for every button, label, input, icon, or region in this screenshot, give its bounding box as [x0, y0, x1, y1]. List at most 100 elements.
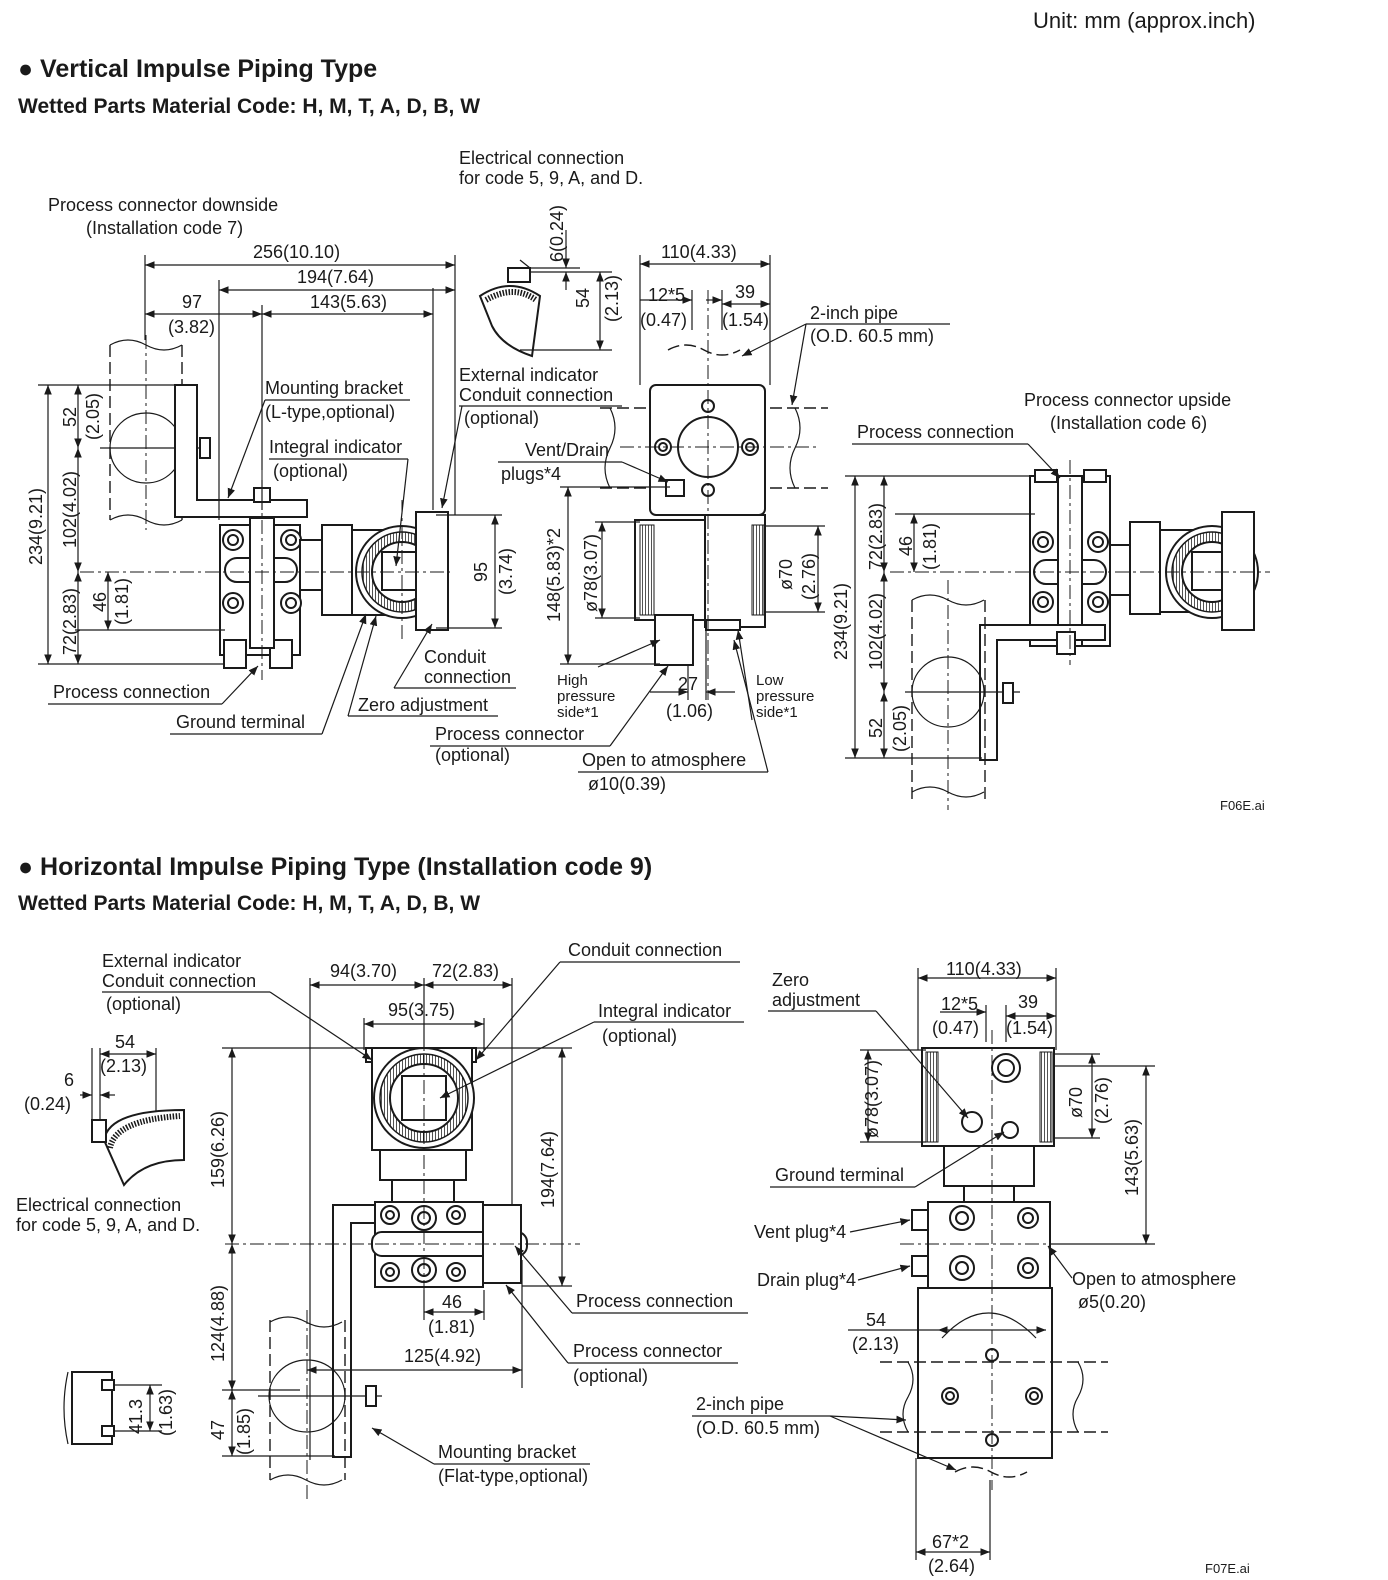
dim-72: 72(2.83) — [60, 588, 80, 655]
s2-label-mount-2: (Flat-type,optional) — [438, 1466, 588, 1486]
s2-label-open-atm-1: Open to atmosphere — [1072, 1269, 1236, 1289]
upside-connector-view: 234(9.21) 72(2.83) 46 (1.81) 102(4.02) 5… — [831, 390, 1270, 813]
label-conn-up-1: Process connector upside — [1024, 390, 1231, 410]
label-conn-down-2: (Installation code 7) — [86, 218, 243, 238]
s2-label-integral-1: Integral indicator — [598, 1001, 731, 1021]
dim-46: 46 — [90, 592, 110, 612]
bolt-spacing-inset: 41.3 (1.63) — [63, 1371, 176, 1445]
label-2inch-2: (O.D. 60.5 mm) — [810, 326, 934, 346]
label-vent-drain-1: Vent/Drain — [525, 440, 609, 460]
dim-70: ø70 — [776, 559, 796, 590]
dim-r52: 52 — [866, 718, 886, 738]
s2-dim-39-inch: (1.54) — [1006, 1018, 1053, 1038]
unit-note: Unit: mm (approx.inch) — [1033, 8, 1256, 33]
file-id-2: F07E.ai — [1205, 1561, 1250, 1576]
label-pconnector-2: (optional) — [435, 745, 510, 765]
dim-39-inch: (1.54) — [722, 310, 769, 330]
dim-41: 41.3 — [126, 1399, 146, 1434]
s2-dim-110: 110(4.33) — [946, 959, 1022, 979]
dim-234: 234(9.21) — [26, 488, 46, 565]
dim-94: 94(3.70) — [330, 961, 397, 981]
label-open-atm-2: ø10(0.39) — [588, 774, 666, 794]
s2-dim-12: 12*5 — [941, 994, 978, 1014]
dim-97: 97 — [182, 292, 202, 312]
s2-dim-39: 39 — [1018, 992, 1038, 1012]
dim-102: 102(4.02) — [60, 471, 80, 548]
s2-dim-6: 6 — [64, 1070, 74, 1090]
label-elec-conn-1: Electrical connection — [459, 148, 624, 168]
label-conn-up-2: (Installation code 6) — [1050, 413, 1207, 433]
s2-label-zero-2: adjustment — [772, 990, 860, 1010]
label-ext-ind-3: (optional) — [464, 408, 539, 428]
label-zero-adj: Zero adjustment — [358, 695, 488, 715]
dim-elec-54: 54 — [573, 288, 593, 308]
dim-52: 52 — [60, 407, 80, 427]
s2-dim-12-inch: (0.47) — [932, 1018, 979, 1038]
s2-dim-78: ø78(3.07) — [862, 1060, 882, 1138]
s2-label-mount-1: Mounting bracket — [438, 1442, 576, 1462]
s2-label-ext-ind-3: (optional) — [106, 994, 181, 1014]
dim-h46-inch: (1.81) — [428, 1317, 475, 1337]
dim-194: 194(7.64) — [297, 267, 374, 287]
vertical-piping-front-view: 110(4.33) 12*5 (0.47) 39 (1.54) — [430, 242, 950, 794]
dim-95-inch: (3.74) — [496, 548, 516, 595]
dim-r46: 46 — [896, 536, 916, 556]
label-integral-ind-1: Integral indicator — [269, 437, 402, 457]
label-mount-bracket-1: Mounting bracket — [265, 378, 403, 398]
label-mount-bracket-2: (L-type,optional) — [265, 402, 395, 422]
s2-label-2inch-1: 2-inch pipe — [696, 1394, 784, 1414]
s2-label-process-conn: Process connection — [576, 1291, 733, 1311]
label-elec-conn-2: for code 5, 9, A, and D. — [459, 168, 643, 188]
dim-148: 148(5.83)*2 — [544, 528, 564, 622]
dim-h72: 72(2.83) — [432, 961, 499, 981]
dim-27-inch: (1.06) — [666, 701, 713, 721]
dim-12-inch: (0.47) — [640, 310, 687, 330]
s2-label-ext-ind-1: External indicator — [102, 951, 241, 971]
label-ext-ind-1: External indicator — [459, 365, 598, 385]
dim-46-inch: (1.81) — [112, 578, 132, 625]
label-low-1: Low — [756, 672, 784, 689]
s2-dim-r54: 54 — [866, 1310, 886, 1330]
horizontal-piping-side-view: 94(3.70) 72(2.83) 95(3.75) 159(6.26) 124… — [102, 940, 748, 1500]
dim-h95: 95(3.75) — [388, 1000, 455, 1020]
s2-label-vent: Vent plug*4 — [754, 1222, 846, 1242]
dim-r46-inch: (1.81) — [920, 523, 940, 570]
label-2inch-1: 2-inch pipe — [810, 303, 898, 323]
label-low-3: side*1 — [756, 704, 798, 721]
dim-39: 39 — [735, 282, 755, 302]
label-high-3: side*1 — [557, 704, 599, 721]
elec-conn-inset-2: 54 (2.13) 6 (0.24) Electrical connection… — [16, 1032, 200, 1235]
dim-h194: 194(7.64) — [538, 1131, 558, 1208]
vertical-piping-side-view: 256(10.10) 194(7.64) 143(5.63) 97 (3.82)… — [26, 195, 622, 735]
dim-95: 95 — [471, 562, 491, 582]
dim-78: ø78(3.07) — [581, 534, 601, 612]
dim-elec-6: 6(0.24) — [547, 205, 567, 262]
s2-label-drain: Drain plug*4 — [757, 1270, 856, 1290]
label-process-conn-left: Process connection — [53, 682, 210, 702]
section1-subtitle: Wetted Parts Material Code: H, M, T, A, … — [18, 95, 481, 118]
s2-label-zero-1: Zero — [772, 970, 809, 990]
s2-label-ext-ind-2: Conduit connection — [102, 971, 256, 991]
label-pconnector-1: Process connector — [435, 724, 584, 744]
label-high-1: High — [557, 672, 588, 689]
dim-r102: 102(4.02) — [866, 593, 886, 670]
s2-label-open-atm-2: ø5(0.20) — [1078, 1292, 1146, 1312]
s2-label-elec-2: for code 5, 9, A, and D. — [16, 1215, 200, 1235]
dim-159: 159(6.26) — [208, 1111, 228, 1188]
s2-dim-143: 143(5.63) — [1122, 1119, 1142, 1196]
dim-143: 143(5.63) — [310, 292, 387, 312]
label-conduit-1: Conduit — [424, 647, 486, 667]
label-integral-ind-2: (optional) — [273, 461, 348, 481]
label-process-conn-right: Process connection — [857, 422, 1014, 442]
s2-label-conduit: Conduit connection — [568, 940, 722, 960]
dim-256: 256(10.10) — [253, 242, 340, 262]
dim-125: 125(4.92) — [404, 1346, 481, 1366]
dim-110: 110(4.33) — [661, 242, 737, 262]
section2-title: ● Horizontal Impulse Piping Type (Instal… — [18, 853, 653, 881]
dim-27: 27 — [678, 674, 698, 694]
section1-title: ● Vertical Impulse Piping Type — [18, 55, 378, 83]
s2-dim-6-inch: (0.24) — [24, 1094, 71, 1114]
dim-70-inch: (2.76) — [799, 553, 819, 600]
